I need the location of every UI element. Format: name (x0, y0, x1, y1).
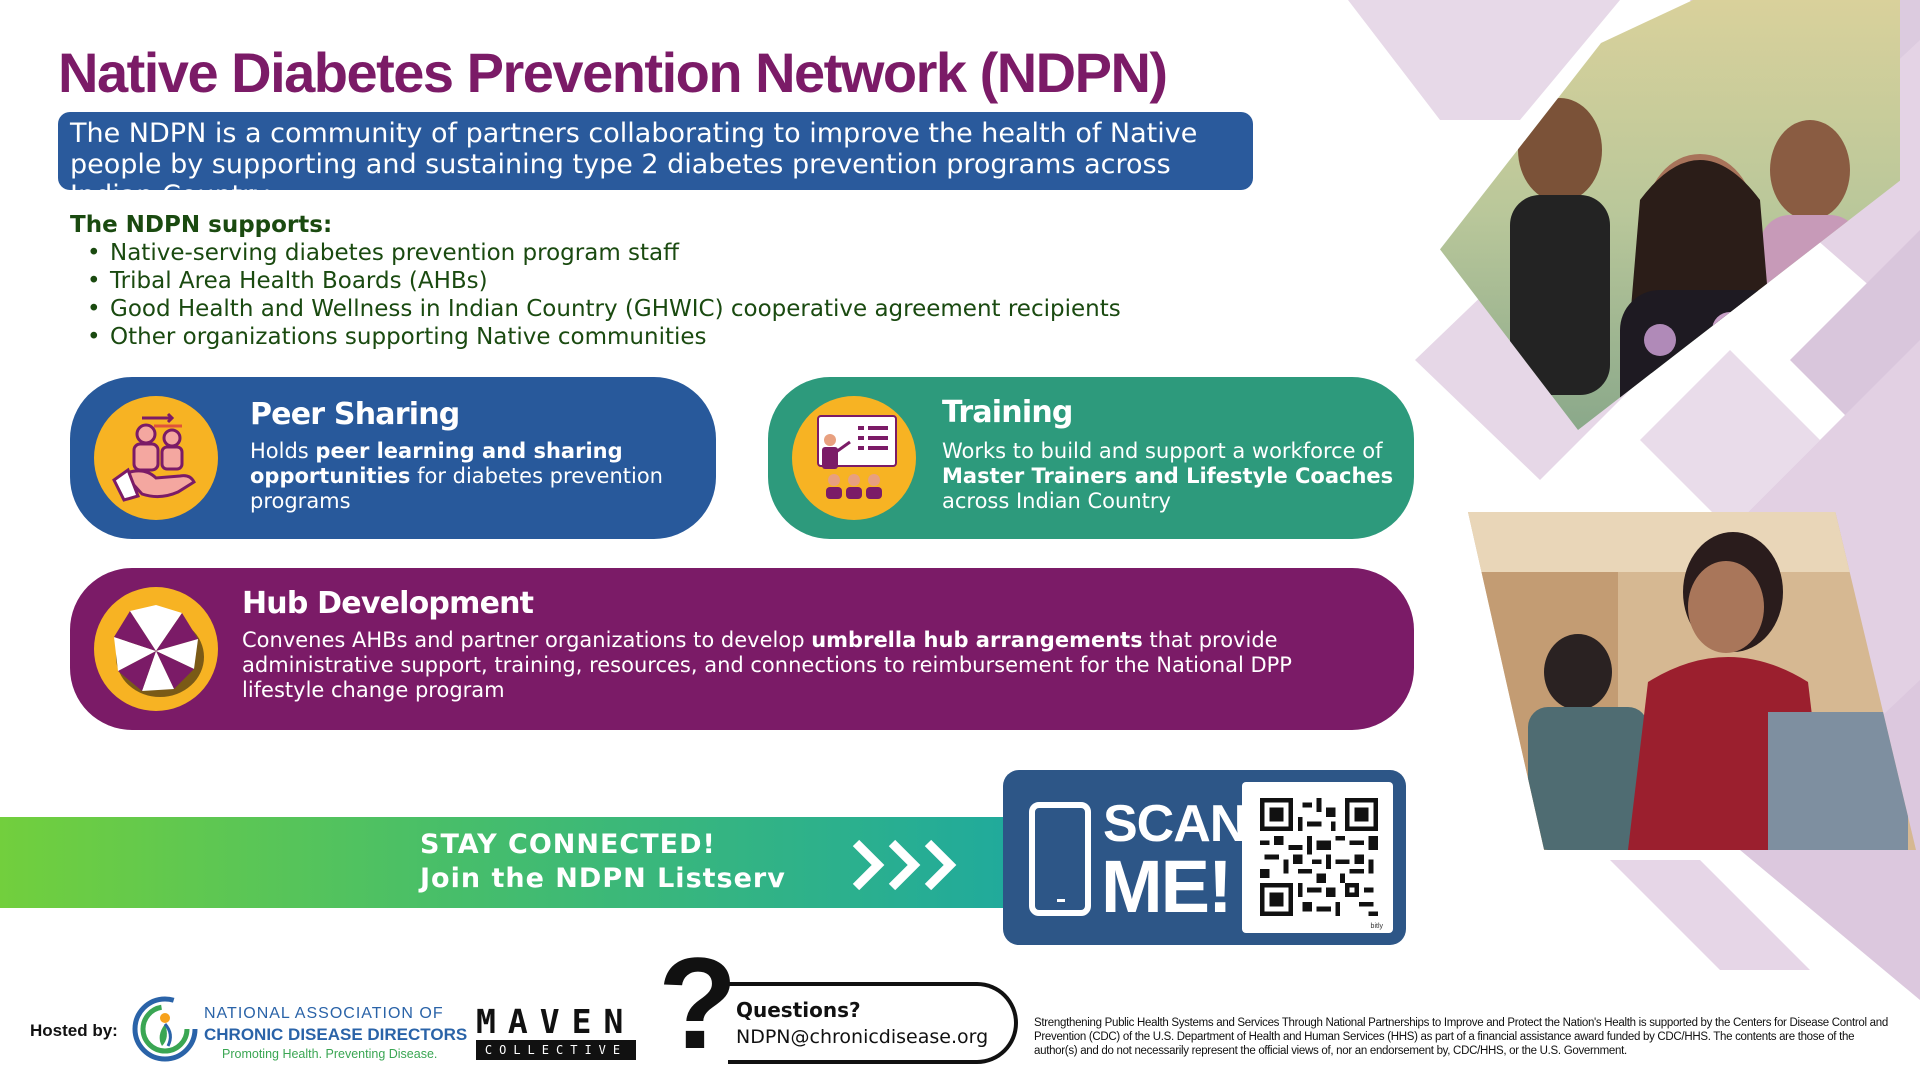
peer-sharing-card: Peer Sharing Holds peer learning and sha… (70, 377, 716, 539)
peer-sharing-title: Peer Sharing (250, 397, 460, 432)
intro-description: The NDPN is a community of partners coll… (58, 112, 1253, 211)
list-item: Good Health and Wellness in Indian Count… (70, 295, 1121, 323)
join-listserv-link[interactable]: Join the NDPN Listserv (420, 863, 786, 894)
training-title: Training (942, 395, 1073, 430)
supports-heading: The NDPN supports: (70, 212, 333, 238)
supports-list: Native-serving diabetes prevention progr… (70, 239, 1121, 351)
photo-smiling-women (1440, 0, 1900, 430)
maven-logo-top: MAVEN (476, 1002, 636, 1041)
questions-email-link[interactable]: NDPN@chronicdisease.org (736, 1026, 989, 1048)
list-item: Native-serving diabetes prevention progr… (70, 239, 1121, 267)
peer-sharing-icon (94, 396, 218, 520)
hosted-by-label: Hosted by: (30, 1021, 118, 1040)
training-card: Training Works to build and support a wo… (768, 377, 1414, 539)
scan-me-box: SCAN ME! bitly (1003, 770, 1406, 945)
stay-connected-heading: STAY CONNECTED! (420, 829, 716, 860)
hub-development-card: Hub Development Convenes AHBs and partne… (70, 568, 1414, 730)
training-text: Works to build and support a workforce o… (942, 439, 1394, 513)
question-mark-icon: ? (658, 930, 738, 1076)
training-presentation-icon (792, 396, 916, 520)
qr-code-icon (1260, 798, 1378, 916)
nacdd-logo-icon (132, 996, 198, 1062)
qr-code[interactable]: bitly (1242, 782, 1393, 933)
maven-logo-bottom: COLLECTIVE (476, 1040, 636, 1060)
peer-sharing-text: Holds peer learning and sharing opportun… (250, 439, 663, 513)
hub-development-title: Hub Development (242, 586, 534, 621)
qr-brand-label: bitly (1370, 923, 1383, 930)
maven-collective-logo: MAVEN COLLECTIVE (476, 1002, 638, 1060)
list-item: Tribal Area Health Boards (AHBs) (70, 267, 1121, 295)
supports-section: The NDPN supports: Native-serving diabet… (70, 212, 1121, 351)
triple-chevron-right-icon (852, 839, 957, 891)
page-title: Native Diabetes Prevention Network (NDPN… (58, 41, 1168, 104)
stay-connected-banner[interactable]: STAY CONNECTED! Join the NDPN Listserv (0, 817, 1012, 908)
nacdd-tagline: Promoting Health. Preventing Disease. (222, 1047, 438, 1061)
nacdd-name-line2: CHRONIC DISEASE DIRECTORS (204, 1025, 468, 1044)
funding-disclaimer: Strengthening Public Health Systems and … (1034, 1017, 1888, 1057)
list-item: Other organizations supporting Native co… (70, 323, 1121, 351)
photo-woman-laughing-classroom (1468, 512, 1916, 850)
hub-development-text: Convenes AHBs and partner organizations … (242, 628, 1292, 702)
phone-icon (1029, 802, 1091, 916)
scan-label: SCAN (1103, 795, 1247, 853)
questions-box: Questions? NDPN@chronicdisease.org (728, 982, 1018, 1064)
umbrella-hub-icon (94, 587, 218, 711)
questions-label: Questions? (736, 998, 861, 1022)
nacdd-name-line1: NATIONAL ASSOCIATION OF (204, 1005, 444, 1022)
me-label: ME! (1101, 845, 1233, 928)
